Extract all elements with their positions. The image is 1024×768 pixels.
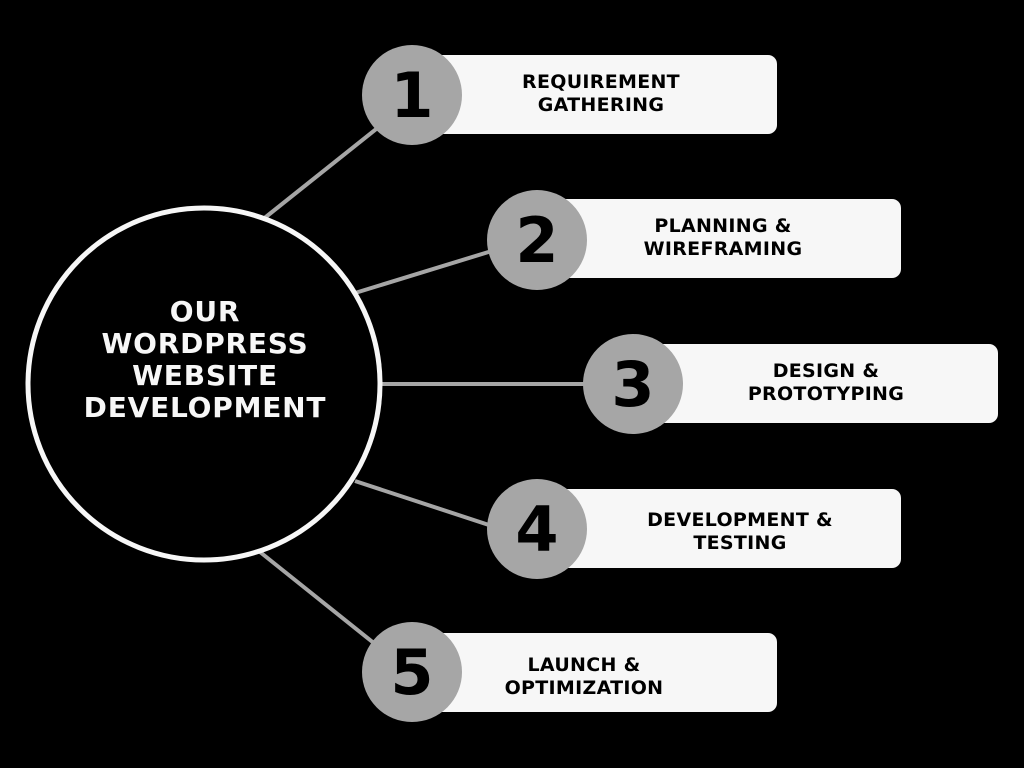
step-2-box	[545, 199, 901, 278]
step-label-line: OPTIMIZATION	[504, 677, 664, 699]
step-5-box	[420, 633, 777, 712]
center-title-line: WORDPRESS	[101, 327, 309, 360]
step-label-line: PROTOTYPING	[747, 383, 905, 405]
step-label-line: LAUNCH &	[527, 654, 641, 676]
connector-1	[260, 120, 387, 222]
step-1-box	[420, 55, 777, 134]
step-1-number: 1	[362, 45, 462, 145]
step-label-line: TESTING	[693, 532, 787, 554]
step-2-label: PLANNING & WIREFRAMING	[583, 215, 863, 261]
step-1-label: REQUIREMENT GATHERING	[461, 71, 741, 117]
step-label-line: DEVELOPMENT &	[647, 509, 833, 531]
center-circle	[25, 205, 383, 563]
connector-5	[258, 550, 382, 650]
step-4-label: DEVELOPMENT & TESTING	[600, 509, 880, 555]
step-2-number: 2	[487, 190, 587, 290]
center-title-line: WEBSITE	[132, 359, 278, 392]
step-label-line: GATHERING	[537, 94, 665, 116]
center-title: OUR WORDPRESS WEBSITE DEVELOPMENT	[30, 296, 380, 424]
step-5-number: 5	[362, 622, 462, 722]
step-5-label: LAUNCH & OPTIMIZATION	[444, 654, 724, 700]
step-label-line: REQUIREMENT	[522, 71, 680, 93]
step-4-number: 4	[487, 479, 587, 579]
center-title-line: OUR	[169, 295, 241, 328]
step-4-box	[545, 489, 901, 568]
step-label-line: PLANNING &	[654, 215, 792, 237]
step-3-box	[641, 344, 998, 423]
step-3-label: DESIGN & PROTOTYPING	[686, 360, 966, 406]
connector-4	[354, 479, 496, 529]
step-label-line: DESIGN &	[772, 360, 880, 382]
step-label-line: WIREFRAMING	[643, 238, 803, 260]
connector-2	[354, 248, 496, 295]
step-3-number: 3	[583, 334, 683, 434]
center-title-line: DEVELOPMENT	[83, 391, 327, 424]
